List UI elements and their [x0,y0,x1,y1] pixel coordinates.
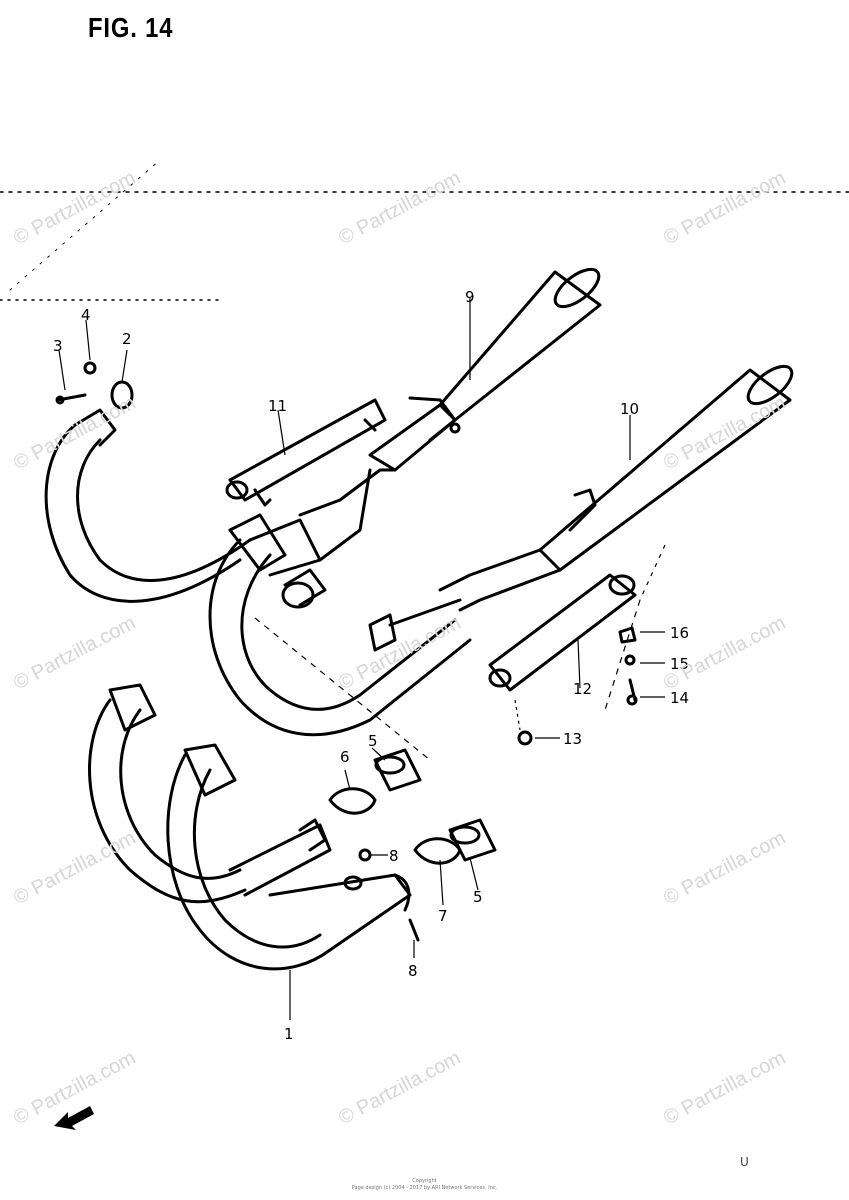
footer-copyright: Copyright [412,1178,437,1184]
header-pipe-upper-main [208,468,472,737]
bolt-8a [358,848,372,862]
callout-5a: 5 [368,732,378,750]
callout-9: 9 [465,288,475,306]
connector-5b [448,818,497,862]
figure-title: FIG. 14 [88,12,174,43]
heat-shield-12 [488,573,637,692]
callout-4: 4 [81,306,91,324]
callout-10: 10 [620,400,640,418]
nut-16 [618,626,637,644]
bolt-3 [55,393,87,405]
washer-15 [624,654,636,666]
muffler-9 [368,267,602,472]
callout-8b: 8 [408,962,418,980]
corner-mark: U [740,1155,749,1169]
nut-13 [517,730,533,746]
callout-1: 1 [284,1025,294,1043]
callout-14: 14 [670,689,690,707]
header-pipe-upper-left [44,408,322,603]
callout-7: 7 [438,907,448,925]
callout-16: 16 [670,624,690,642]
muffler-10 [438,364,794,612]
callout-11: 11 [268,397,288,415]
callout-2: 2 [122,330,132,348]
callout-5b: 5 [473,888,483,906]
clamp-6 [328,787,377,815]
callout-15: 15 [670,655,690,673]
bolt-8b [408,918,420,942]
callout-3: 3 [53,337,63,355]
connector-5a [373,748,422,792]
header-pipe-assembly-1 [88,683,412,971]
callout-13: 13 [563,730,583,748]
heat-shield-11 [225,398,387,507]
callout-8a: 8 [389,847,399,865]
footer-page-design: Page design (c) 2004 - 2017 by ARI Netwo… [351,1185,498,1191]
callout-12: 12 [573,680,593,698]
front-direction-arrow-icon [54,1106,94,1130]
callout-6: 6 [340,748,350,766]
washer-4 [83,361,97,375]
clamp-7 [413,837,462,865]
bolt-14 [626,678,638,706]
